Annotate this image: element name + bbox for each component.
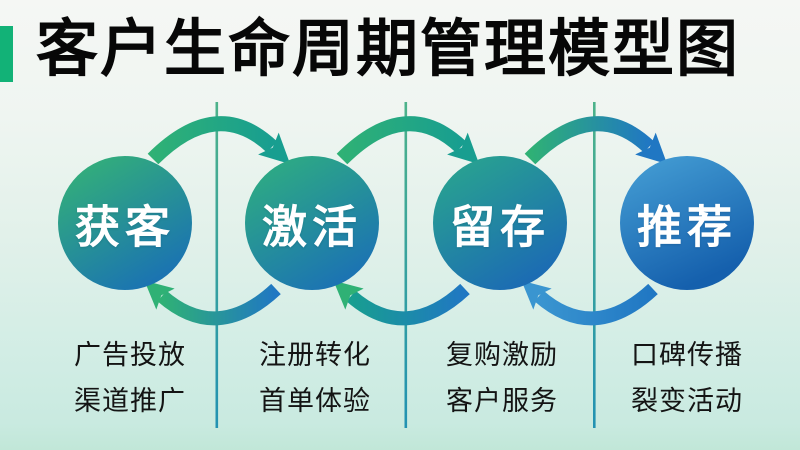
detail-line: 复购激励 xyxy=(446,340,558,370)
stage-details-acquire: 广告投放 渠道推广 xyxy=(74,332,186,424)
title-accent-bar xyxy=(0,26,13,82)
stage-label-retain: 留存 xyxy=(449,201,551,253)
detail-line: 渠道推广 xyxy=(74,386,186,416)
stage-circle-refer xyxy=(620,156,754,290)
detail-line: 客户服务 xyxy=(446,386,558,416)
arrow-left-retain-activate-icon xyxy=(333,280,470,326)
detail-line: 裂变活动 xyxy=(631,386,743,416)
divider-lines xyxy=(215,102,596,428)
stage-label-acquire: 获客 xyxy=(74,201,176,253)
stage-details-activate: 注册转化 首单体验 xyxy=(259,332,371,424)
arrow-left-activate-acquire-icon xyxy=(144,280,281,326)
divider-line-3 xyxy=(593,102,596,428)
arrow-right-retain-refer-icon xyxy=(524,116,668,165)
stage-circles xyxy=(58,156,754,290)
detail-line: 口碑传播 xyxy=(631,340,743,370)
cycle-arrows xyxy=(144,116,668,326)
stage-details-retain: 复购激励 客户服务 xyxy=(446,332,558,424)
detail-line: 首单体验 xyxy=(259,386,371,416)
stage-label-refer: 推荐 xyxy=(636,201,738,253)
divider-line-1 xyxy=(215,102,219,428)
stage-circle-retain xyxy=(433,156,567,290)
stage-circle-activate xyxy=(245,156,379,290)
arrow-right-acquire-activate-icon xyxy=(147,116,291,165)
divider-line-2 xyxy=(404,102,408,428)
detail-line: 注册转化 xyxy=(259,340,371,370)
arrow-right-activate-retain-icon xyxy=(336,116,480,165)
stage-details-refer: 口碑传播 裂变活动 xyxy=(631,332,743,424)
page-title: 客户生命周期管理模型图 xyxy=(36,15,741,84)
arrow-left-refer-retain-icon xyxy=(521,280,658,326)
stage-circle-acquire xyxy=(58,156,192,290)
stage-label-activate: 激活 xyxy=(261,201,363,253)
detail-line: 广告投放 xyxy=(74,340,186,370)
